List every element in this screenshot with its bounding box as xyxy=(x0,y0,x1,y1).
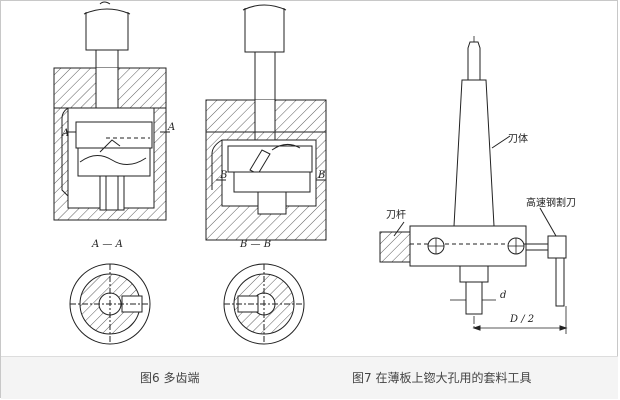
section-aa-view xyxy=(69,263,151,345)
label-section-b-left: B xyxy=(219,170,227,181)
label-section-aa: A — A xyxy=(91,239,123,250)
section-bb-view xyxy=(223,263,305,345)
caption-fig6: 图6 多齿端 xyxy=(140,371,200,385)
label-section-a-left: A xyxy=(61,128,69,139)
fig6-right-assembly xyxy=(205,4,327,241)
fig6-left-assembly xyxy=(53,1,170,221)
label-hss-tool: 高速钢割刀 xyxy=(526,196,576,209)
label-cutter-body: 刀体 xyxy=(508,133,528,145)
label-dim-d2: D / 2 xyxy=(509,314,534,325)
label-section-bb: B — B xyxy=(239,239,271,250)
fig7-trepanning-tool xyxy=(379,36,568,334)
label-section-b-right: B xyxy=(317,170,325,181)
label-section-a-right: A xyxy=(167,122,175,133)
label-tool-bar: 刀杆 xyxy=(386,209,406,221)
caption-band xyxy=(1,356,618,399)
caption-fig7: 图7 在薄板上锪大孔用的套料工具 xyxy=(352,371,532,385)
label-dim-d: d xyxy=(500,290,506,301)
